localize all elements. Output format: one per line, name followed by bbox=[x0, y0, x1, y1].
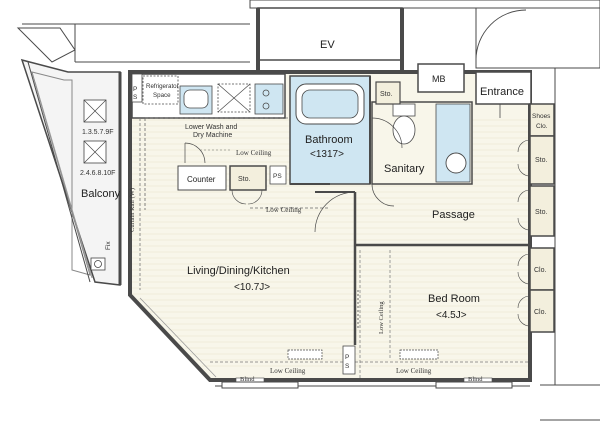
entrance-zone: MB Entrance Shoes Clo. Sto. Sto. bbox=[417, 9, 555, 237]
storage-passage-2: Sto. bbox=[529, 185, 555, 237]
low-ceiling-bottom-right: Low Ceiling bbox=[396, 367, 432, 375]
exterior-structure bbox=[16, 0, 600, 421]
wash-basin bbox=[179, 85, 213, 115]
storage-sanitary: Sto. bbox=[375, 81, 401, 105]
vent-floors-even: 2.4.6.8.10F bbox=[80, 170, 115, 177]
aircon-living bbox=[287, 349, 323, 360]
low-ceiling-bedroom: Low Ceiling bbox=[378, 301, 385, 334]
bottom-details: Low Ceiling Low Ceiling P S Blind Blind bbox=[210, 345, 528, 389]
ev-label: EV bbox=[320, 39, 335, 51]
svg-text:Shoes: Shoes bbox=[532, 113, 551, 120]
svg-text:PS: PS bbox=[273, 173, 282, 180]
cooktop bbox=[254, 83, 284, 115]
kitchen-zone: P S Refrigerator Space Lower Wash and Dr… bbox=[131, 73, 330, 214]
closet-bedroom-1: Clo. bbox=[529, 247, 555, 291]
ps-label-top: P bbox=[133, 86, 137, 93]
svg-text:Blind: Blind bbox=[240, 376, 255, 383]
svg-text:Sto.: Sto. bbox=[535, 209, 548, 216]
svg-text:Blind: Blind bbox=[468, 376, 483, 383]
sanitary-label: Sanitary bbox=[384, 163, 425, 175]
low-ceiling-bottom-left: Low Ceiling bbox=[270, 367, 306, 375]
balcony-area: 1.3.5.7.9F 2.4.6.8.10F Balcony Fix bbox=[20, 58, 122, 286]
refrigerator-space: Refrigerator Space bbox=[142, 75, 179, 105]
ps-shaft-mid: PS bbox=[269, 165, 287, 185]
ps-shaft-bottom: P S bbox=[342, 345, 356, 375]
passage-label: Passage bbox=[432, 209, 475, 221]
storage-kitchen: Sto. bbox=[229, 165, 267, 191]
washer-space bbox=[217, 83, 251, 113]
curtain-rail-label: Curtain Rail (W) bbox=[129, 188, 136, 232]
bathroom-size: <1317> bbox=[310, 149, 344, 160]
toilet bbox=[392, 103, 416, 145]
ldk-label: Living/Dining/Kitchen bbox=[187, 265, 290, 277]
shoes-closet: Shoes Clo. bbox=[529, 103, 555, 137]
lower-wash-label-2: Dry Machine bbox=[193, 132, 232, 139]
ps-shaft-top bbox=[131, 73, 143, 103]
svg-text:S: S bbox=[133, 94, 138, 101]
svg-text:Sto.: Sto. bbox=[380, 91, 393, 98]
svg-text:Clo.: Clo. bbox=[534, 309, 547, 316]
balcony-label: Balcony bbox=[81, 188, 121, 200]
balcony-vent-lower bbox=[83, 140, 107, 164]
entrance-label: Entrance bbox=[480, 86, 524, 98]
svg-text:Sto.: Sto. bbox=[238, 176, 251, 183]
bedroom: Low Ceiling Bed Room <4.5J> Clo. Clo. bbox=[353, 245, 555, 380]
outdoor-unit-icon bbox=[90, 257, 106, 271]
sanitary-room: Sanitary Sto. bbox=[371, 81, 473, 185]
svg-text:Clo.: Clo. bbox=[534, 267, 547, 274]
ldk-size: <10.7J> bbox=[234, 282, 270, 293]
svg-text:S: S bbox=[345, 363, 350, 370]
passage: Passage bbox=[290, 183, 530, 247]
svg-text:Clo.: Clo. bbox=[536, 123, 548, 130]
counter: Counter bbox=[177, 165, 227, 191]
fix-window-label: Fix bbox=[105, 241, 112, 250]
svg-text:Space: Space bbox=[153, 92, 171, 99]
svg-text:Sto.: Sto. bbox=[535, 157, 548, 164]
aircon-bedroom bbox=[399, 349, 439, 360]
closet-bedroom-2: Clo. bbox=[529, 289, 555, 333]
ev-shaft bbox=[257, 7, 403, 61]
sink-sanitary bbox=[445, 152, 467, 174]
svg-text:P: P bbox=[345, 354, 349, 361]
low-ceiling-kitchen: Low Ceiling bbox=[236, 149, 272, 157]
balcony-vent-upper bbox=[83, 99, 107, 123]
storage-passage-1: Sto. bbox=[529, 135, 555, 185]
low-ceiling-mid: Low Ceiling bbox=[266, 206, 302, 214]
bedroom-label: Bed Room bbox=[428, 293, 480, 305]
vent-floors-odd: 1.3.5.7.9F bbox=[82, 129, 114, 136]
ldk-room: Curtain Rail (W) Living/Dining/Kitchen <… bbox=[129, 118, 290, 293]
bathroom-label: Bathroom bbox=[305, 134, 353, 146]
lower-wash-label-1: Lower Wash and bbox=[185, 124, 237, 131]
svg-text:MB: MB bbox=[432, 74, 446, 84]
bathroom: Bathroom <1317> bbox=[289, 75, 371, 185]
svg-text:Counter: Counter bbox=[187, 175, 216, 184]
mb-box: MB bbox=[417, 63, 465, 93]
svg-text:Refrigerator: Refrigerator bbox=[146, 83, 179, 90]
bedroom-size: <4.5J> bbox=[436, 310, 467, 321]
